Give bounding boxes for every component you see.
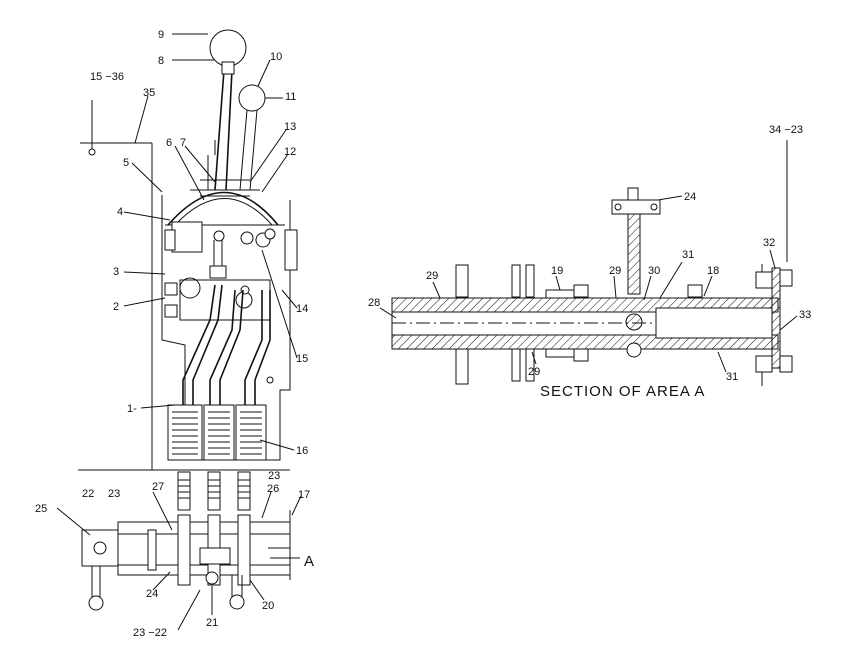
callout-2: 2 <box>113 301 119 313</box>
callout-19: 19 <box>551 265 563 277</box>
right-callouts: 24 34 −23 32 33 29 19 29 30 31 18 28 29 … <box>368 124 811 400</box>
left-callouts: 9 8 10 11 15 −36 35 7 6 13 12 5 4 3 2 14… <box>35 29 315 639</box>
callout-16: 16 <box>296 445 308 457</box>
callout-29-c: 29 <box>528 366 540 378</box>
callout-17: 17 <box>298 489 310 501</box>
callout-1: 1- <box>127 403 137 415</box>
callout-18: 18 <box>707 265 719 277</box>
callout-8: 8 <box>158 55 164 67</box>
callout-22: 22 <box>82 488 94 500</box>
callout-29-b: 29 <box>609 265 621 277</box>
callout-35: 35 <box>143 87 155 99</box>
callout-24-left: 24 <box>146 588 158 600</box>
callout-7: 7 <box>180 137 186 149</box>
callout-34-23: 34 −23 <box>769 124 803 136</box>
callout-23-a: 23 <box>108 488 120 500</box>
callout-15-36: 15 −36 <box>90 71 124 83</box>
right-leader-lines <box>379 140 798 373</box>
shift-lever-assembly-view <box>78 29 300 611</box>
callout-12: 12 <box>284 146 296 158</box>
callout-14: 14 <box>296 303 308 315</box>
callout-20: 20 <box>262 600 274 612</box>
callout-31-a: 31 <box>682 249 694 261</box>
section-caption: SECTION OF AREA A <box>540 383 705 400</box>
callout-33: 33 <box>799 309 811 321</box>
callout-29-a: 29 <box>426 270 438 282</box>
callout-15: 15 <box>296 353 308 365</box>
section-view <box>391 187 793 386</box>
bellows-group <box>167 404 267 461</box>
callout-10: 10 <box>270 51 282 63</box>
callout-32: 32 <box>763 237 775 249</box>
callout-25: 25 <box>35 503 47 515</box>
callout-26: 26 <box>267 483 279 495</box>
callout-21: 21 <box>206 617 218 629</box>
callout-24-right: 24 <box>684 191 696 203</box>
callout-23-b: 23 <box>268 470 280 482</box>
callout-9: 9 <box>158 29 164 41</box>
callout-27: 27 <box>152 481 164 493</box>
left-leader-lines <box>56 33 302 631</box>
callout-3: 3 <box>113 266 119 278</box>
callout-30: 30 <box>648 265 660 277</box>
callout-5: 5 <box>123 157 129 169</box>
callout-6: 6 <box>166 137 172 149</box>
callout-31-b: 31 <box>726 371 738 383</box>
callout-4: 4 <box>117 206 123 218</box>
callout-23-22: 23 −22 <box>133 627 167 639</box>
callout-28: 28 <box>368 297 380 309</box>
callout-13: 13 <box>284 121 296 133</box>
callout-11: 11 <box>285 91 296 103</box>
section-marker-a: A <box>304 553 315 570</box>
